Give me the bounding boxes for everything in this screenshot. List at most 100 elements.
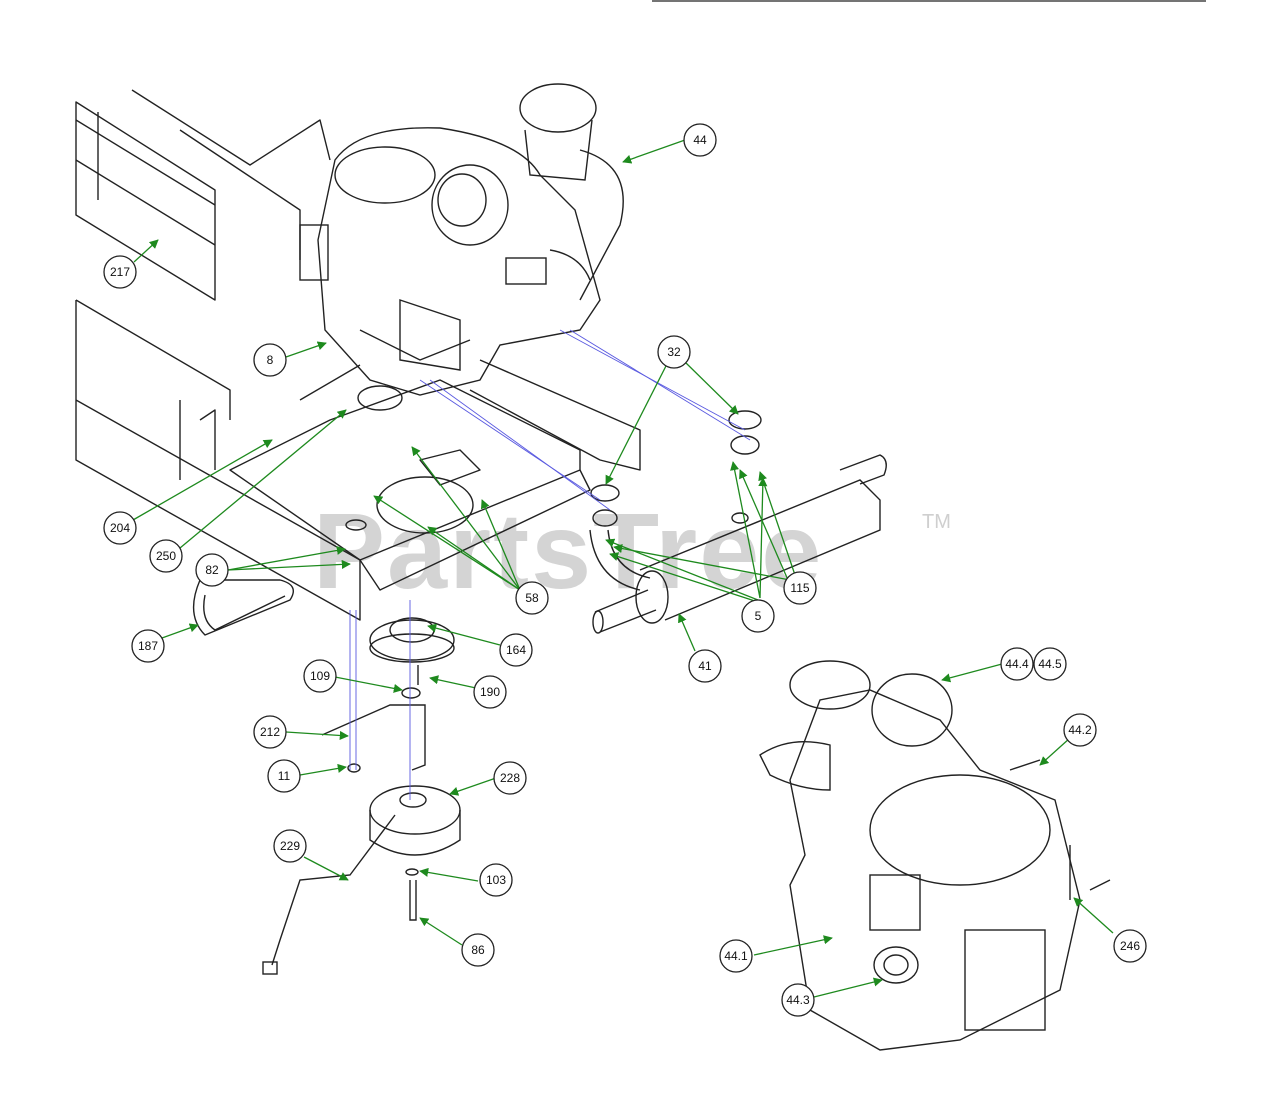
callout-44-5[interactable]: 44.5 xyxy=(1033,647,1067,681)
callout-label: 103 xyxy=(486,873,506,887)
callout-212[interactable]: 212 xyxy=(253,715,287,749)
frame-assembly xyxy=(75,89,641,636)
callout-circle xyxy=(131,629,165,663)
callout-32[interactable]: 32 xyxy=(657,335,691,369)
callout-label: 44.2 xyxy=(1068,723,1092,737)
leader-44-2 xyxy=(1039,737,1071,766)
callout-circle xyxy=(149,539,183,573)
leader-58c xyxy=(373,495,521,591)
callout-5[interactable]: 5 xyxy=(741,599,775,633)
engine-assembly xyxy=(299,83,624,396)
callout-228[interactable]: 228 xyxy=(493,761,527,795)
callout-label: 115 xyxy=(790,581,809,595)
leader-187 xyxy=(161,623,199,639)
callout-label: 212 xyxy=(260,725,280,739)
callout-circle xyxy=(103,255,137,289)
callout-label: 5 xyxy=(755,609,762,623)
callout-246[interactable]: 246 xyxy=(1113,929,1147,963)
callout-44-2[interactable]: 44.2 xyxy=(1063,713,1097,747)
leader-82a xyxy=(227,545,346,571)
leader-58d xyxy=(427,526,521,591)
callout-circle xyxy=(1063,713,1097,747)
callout-204[interactable]: 204 xyxy=(103,511,137,545)
callout-label: 217 xyxy=(110,265,130,279)
callout-circle xyxy=(741,599,775,633)
leader-204 xyxy=(132,439,273,521)
callout-circle xyxy=(1000,647,1034,681)
callout-41[interactable]: 41 xyxy=(688,649,722,683)
leader-44-1 xyxy=(753,935,833,956)
callout-circle xyxy=(493,761,527,795)
callout-label: 204 xyxy=(110,521,130,535)
leader-44 xyxy=(622,139,686,164)
callout-109[interactable]: 109 xyxy=(303,659,337,693)
callout-8[interactable]: 8 xyxy=(253,343,287,377)
leader-5c xyxy=(605,538,759,601)
callout-250[interactable]: 250 xyxy=(149,539,183,573)
callout-label: 82 xyxy=(205,563,219,577)
callout-label: 32 xyxy=(667,345,681,359)
leader-lines xyxy=(132,139,1114,998)
callout-44-1[interactable]: 44.1 xyxy=(719,939,753,973)
callout-label: 44.1 xyxy=(724,949,748,963)
callout-circle xyxy=(1033,647,1067,681)
callout-label: 187 xyxy=(138,639,158,653)
callout-229[interactable]: 229 xyxy=(273,829,307,863)
callout-label: 164 xyxy=(506,643,526,657)
callout-44-3[interactable]: 44.3 xyxy=(781,983,815,1017)
callout-circle xyxy=(1113,929,1147,963)
callout-187[interactable]: 187 xyxy=(131,629,165,663)
callout-217[interactable]: 217 xyxy=(103,255,137,289)
callout-44-4[interactable]: 44.4 xyxy=(1000,647,1034,681)
engine-detail-view xyxy=(759,660,1111,1051)
watermark-trademark: TM xyxy=(922,511,951,533)
callout-44[interactable]: 44 xyxy=(683,123,717,157)
leader-32a xyxy=(605,361,669,485)
callout-bubbles: 44 217 8 32 204 250 82 58 115 5 187 164 41 109 190 212 1… xyxy=(103,123,1147,1017)
callout-label: 109 xyxy=(310,669,330,683)
callout-circle xyxy=(515,581,549,615)
leader-212 xyxy=(285,730,349,741)
leader-246 xyxy=(1073,897,1114,934)
callout-label: 44 xyxy=(693,133,707,147)
assembly-guide-lines xyxy=(349,329,751,800)
leader-11 xyxy=(299,763,347,776)
callout-label: 250 xyxy=(156,549,176,563)
callout-label: 228 xyxy=(500,771,520,785)
callout-label: 58 xyxy=(525,591,539,605)
callout-circle xyxy=(719,939,753,973)
leader-5b xyxy=(758,477,768,599)
callout-115[interactable]: 115 xyxy=(783,571,817,605)
callout-circle xyxy=(253,715,287,749)
leader-86 xyxy=(419,917,463,946)
leader-82b xyxy=(227,559,351,571)
clutch-stack xyxy=(262,617,461,975)
callout-label: 44.4 xyxy=(1005,657,1029,671)
callout-label: 246 xyxy=(1120,939,1140,953)
callout-circle xyxy=(267,759,301,793)
leader-8 xyxy=(285,341,327,358)
callout-circle xyxy=(783,571,817,605)
callout-circle xyxy=(781,983,815,1017)
callout-label: 44.3 xyxy=(786,993,810,1007)
callout-circle xyxy=(253,343,287,377)
callout-circle xyxy=(461,933,495,967)
leader-5d xyxy=(609,552,759,603)
leader-41 xyxy=(678,613,696,652)
watermark-text: PartsTree xyxy=(313,490,823,611)
callout-circle xyxy=(195,553,229,587)
callout-86[interactable]: 86 xyxy=(461,933,495,967)
callout-190[interactable]: 190 xyxy=(473,675,507,709)
callout-circle xyxy=(473,675,507,709)
leader-32b xyxy=(684,361,739,415)
callout-label: 41 xyxy=(698,659,712,673)
callout-circle xyxy=(303,659,337,693)
callout-164[interactable]: 164 xyxy=(499,633,533,667)
leader-44-3 xyxy=(813,977,883,998)
callout-58[interactable]: 58 xyxy=(515,581,549,615)
callout-82[interactable]: 82 xyxy=(195,553,229,587)
callout-103[interactable]: 103 xyxy=(479,863,513,897)
callout-label: 229 xyxy=(280,839,300,853)
leader-228 xyxy=(449,777,497,796)
callout-11[interactable]: 11 xyxy=(267,759,301,793)
